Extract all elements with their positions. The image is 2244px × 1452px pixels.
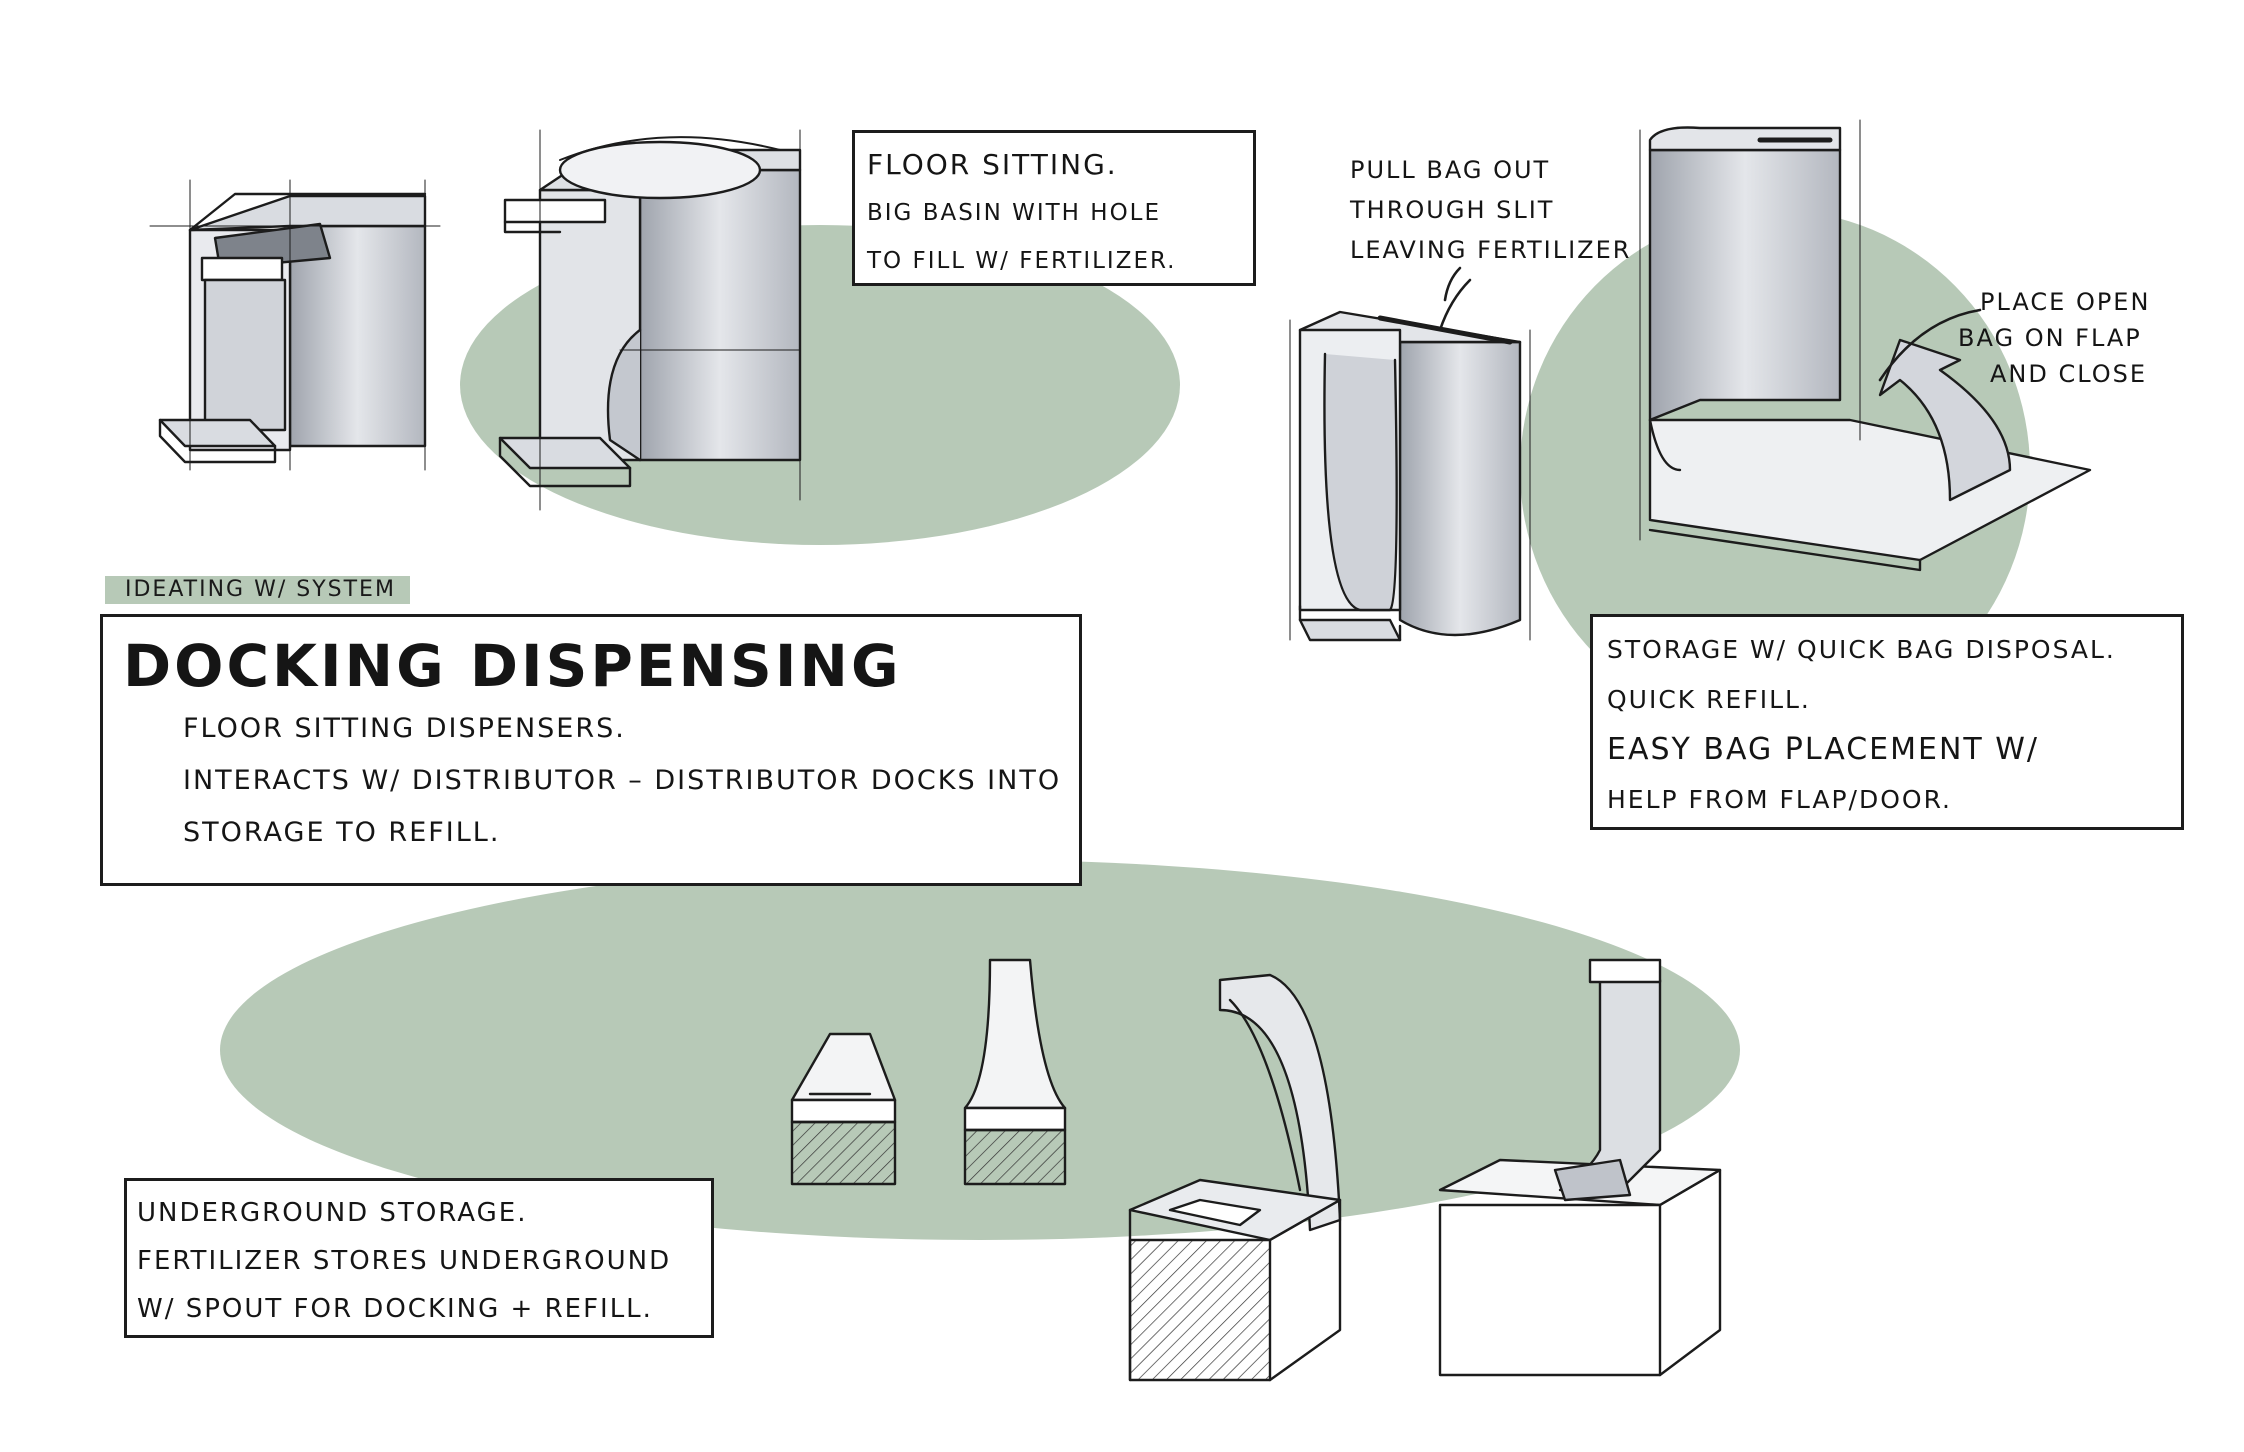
storage-note-line-2: QUICK REFILL. [1607, 685, 1811, 714]
sketch-slit-dispenser [1289, 278, 1531, 642]
sketch-floor-dispenser-basin [498, 129, 802, 511]
storage-note: STORAGE W/ QUICK BAG DISPOSAL. QUICK REF… [1590, 614, 2184, 830]
floor-note-line-2: TO FILL W/ FERTILIZER. [867, 248, 1177, 274]
storage-note-line-3: EASY BAG PLACEMENT W/ [1607, 732, 2040, 767]
flap-note: PLACE OPEN BAG ON FLAP AND CLOSE [1958, 284, 2151, 392]
floor-sitting-note: FLOOR SITTING. BIG BASIN WITH HOLE TO FI… [852, 130, 1256, 286]
flap-note-line-3: AND CLOSE [1990, 360, 2148, 388]
page-title: DOCKING DISPENSING [123, 632, 902, 700]
sketch-floor-dispenser-small [149, 179, 441, 471]
sage-blob-bottom [220, 860, 1740, 1240]
floor-note-line-1: BIG BASIN WITH HOLE [867, 200, 1162, 226]
storage-note-line-1: STORAGE W/ QUICK BAG DISPOSAL. [1607, 635, 2116, 664]
section-tag: IDEATING W/ SYSTEM [105, 576, 410, 604]
pull-bag-note: PULL BAG OUT THROUGH SLIT LEAVING FERTIL… [1350, 150, 1631, 270]
main-line-1: FLOOR SITTING DISPENSERS. [183, 713, 626, 744]
underground-note-line-3: W/ SPOUT FOR DOCKING + REFILL. [137, 1294, 653, 1324]
pull-note-leader [1443, 266, 1462, 302]
sketch-storage-with-flap [1639, 119, 2092, 572]
pull-note-line-2: THROUGH SLIT [1350, 196, 1555, 224]
floor-note-heading: FLOOR SITTING. [867, 148, 1118, 181]
flap-note-line-1: PLACE OPEN [1980, 288, 2151, 316]
sketch-box-dock [1438, 958, 1722, 1377]
main-line-3: STORAGE TO REFILL. [183, 817, 501, 848]
pull-note-line-1: PULL BAG OUT [1350, 156, 1551, 184]
underground-storage-note: UNDERGROUND STORAGE. FERTILIZER STORES U… [124, 1178, 714, 1338]
underground-note-line-2: FERTILIZER STORES UNDERGROUND [137, 1246, 672, 1276]
sketch-underground-spout [963, 958, 1067, 1186]
flap-note-line-2: BAG ON FLAP [1958, 324, 2142, 352]
pull-note-line-3: LEAVING FERTILIZER [1350, 236, 1632, 264]
main-description-box: DOCKING DISPENSING FLOOR SITTING DISPENS… [100, 614, 1082, 886]
underground-note-line-1: UNDERGROUND STORAGE. [137, 1198, 528, 1228]
storage-note-line-4: HELP FROM FLAP/DOOR. [1607, 785, 1953, 814]
sketch-underground-small [790, 1032, 897, 1186]
sketch-arch-dock-hatched [1128, 973, 1342, 1382]
main-line-2: INTERACTS W/ DISTRIBUTOR – DISTRIBUTOR D… [183, 765, 1062, 796]
